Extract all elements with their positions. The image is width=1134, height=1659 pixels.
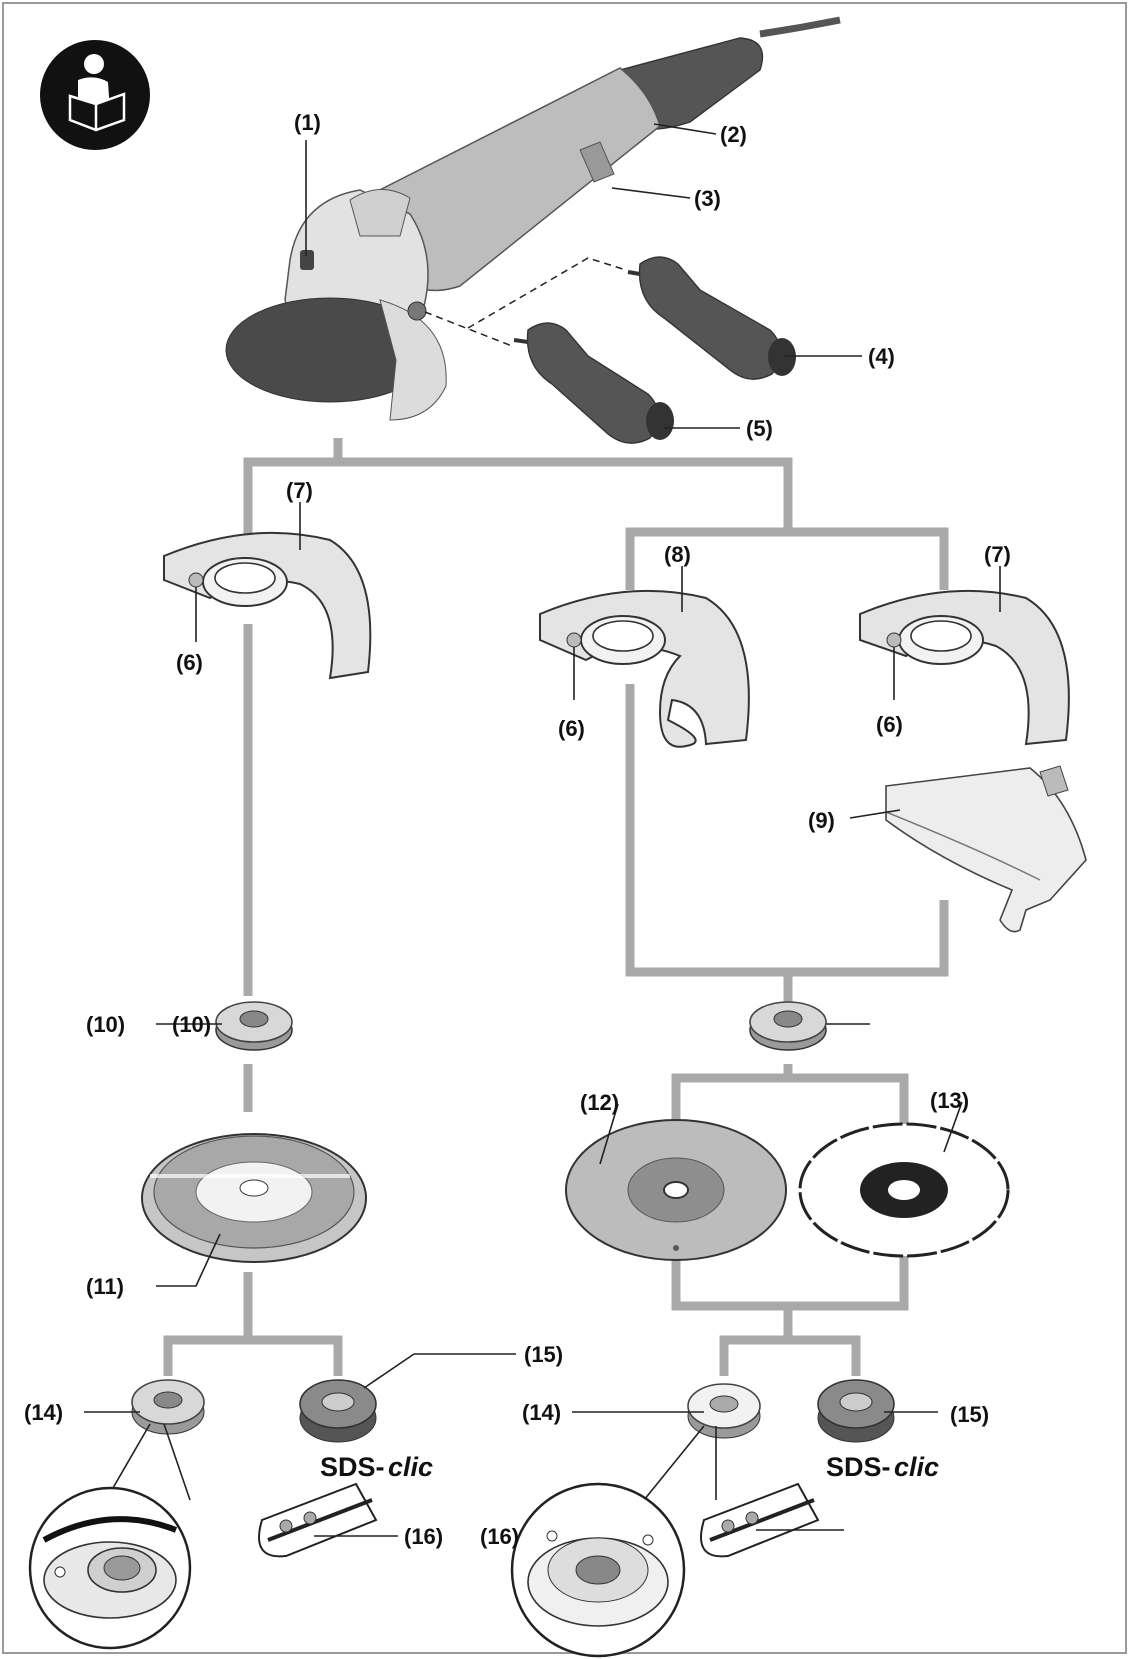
auxiliary-handle-5 — [513, 322, 674, 444]
auxiliary-handle-4 — [627, 256, 796, 380]
leader-lines — [84, 123, 1001, 1537]
mounting-flange-10-left — [215, 1001, 293, 1051]
sds-clic-suffix: clic — [894, 1452, 939, 1482]
detail-zoom-right — [510, 1482, 686, 1658]
callout-7-left: (7) — [286, 478, 313, 503]
angle-grinder — [225, 16, 841, 421]
callout-6-middle: (6) — [558, 716, 585, 741]
sds-clic-label-left: SDS- clic — [320, 1452, 433, 1482]
callout-10: (10) — [86, 1012, 125, 1037]
clamping-nut-14-left — [131, 1379, 205, 1435]
mounting-flange-10-right — [749, 1001, 827, 1051]
quick-clamping-nut-15-right — [817, 1379, 895, 1443]
callout-11: (11) — [86, 1274, 124, 1299]
callout-4: (4) — [868, 344, 895, 369]
callout-6-left: (6) — [176, 650, 203, 675]
callout-14-right: (14) — [522, 1400, 561, 1425]
sds-clic-prefix: SDS- — [826, 1452, 891, 1482]
sds-clic-suffix: clic — [388, 1452, 433, 1482]
callout-10-overlap: (10) — [172, 1012, 211, 1037]
callout-12: (12) — [580, 1090, 619, 1115]
detail-zoom-left — [28, 1486, 192, 1650]
callout-15-left: (15) — [524, 1342, 563, 1367]
callout-13: (13) — [930, 1088, 969, 1113]
protective-guard-7-left — [163, 531, 372, 680]
callout-15-right: (15) — [950, 1402, 989, 1427]
callout-14-left: (14) — [24, 1400, 63, 1425]
callout-9: (9) — [808, 808, 835, 833]
protective-guard-7-right — [859, 589, 1070, 746]
pin-wrench-16-left — [258, 1482, 378, 1558]
callout-16-right: (16) — [480, 1524, 519, 1549]
clamping-nut-14-right — [687, 1383, 761, 1439]
dashed-guide — [467, 257, 627, 329]
read-manual-icon — [40, 40, 150, 150]
pin-wrench-16-right — [700, 1482, 820, 1558]
callout-3: (3) — [694, 186, 721, 211]
callout-6-right: (6) — [876, 712, 903, 737]
callout-7-right: (7) — [984, 542, 1011, 567]
cutting-guard-attachment-9 — [885, 765, 1087, 933]
diamond-disc-13 — [798, 1122, 1010, 1258]
quick-clamping-nut-15-left — [299, 1379, 377, 1443]
callout-1: (1) — [294, 110, 321, 135]
cutting-disc-12 — [565, 1119, 787, 1261]
grinding-disc-11 — [141, 1133, 367, 1263]
protective-guard-8 — [539, 589, 750, 748]
sds-clic-label-right: SDS- clic — [826, 1452, 939, 1482]
connector-tree — [163, 438, 949, 1376]
callout-16-left: (16) — [404, 1524, 443, 1549]
dashed-guide — [424, 311, 513, 347]
callout-2: (2) — [720, 122, 747, 147]
sds-clic-prefix: SDS- — [320, 1452, 385, 1482]
callout-8: (8) — [664, 542, 691, 567]
callout-5: (5) — [746, 416, 773, 441]
